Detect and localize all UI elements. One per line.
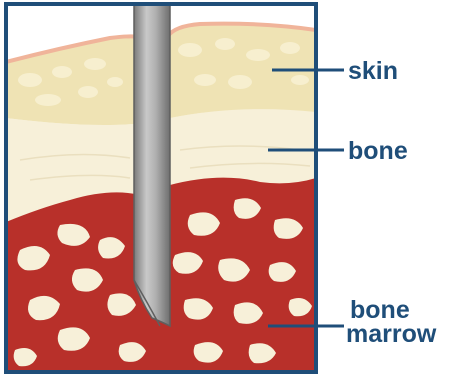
skin-label: skin bbox=[348, 57, 398, 85]
biopsy-needle bbox=[134, 4, 170, 326]
bone-marrow-label-line2: marrow bbox=[346, 320, 437, 348]
bone-label: bone bbox=[348, 137, 408, 165]
